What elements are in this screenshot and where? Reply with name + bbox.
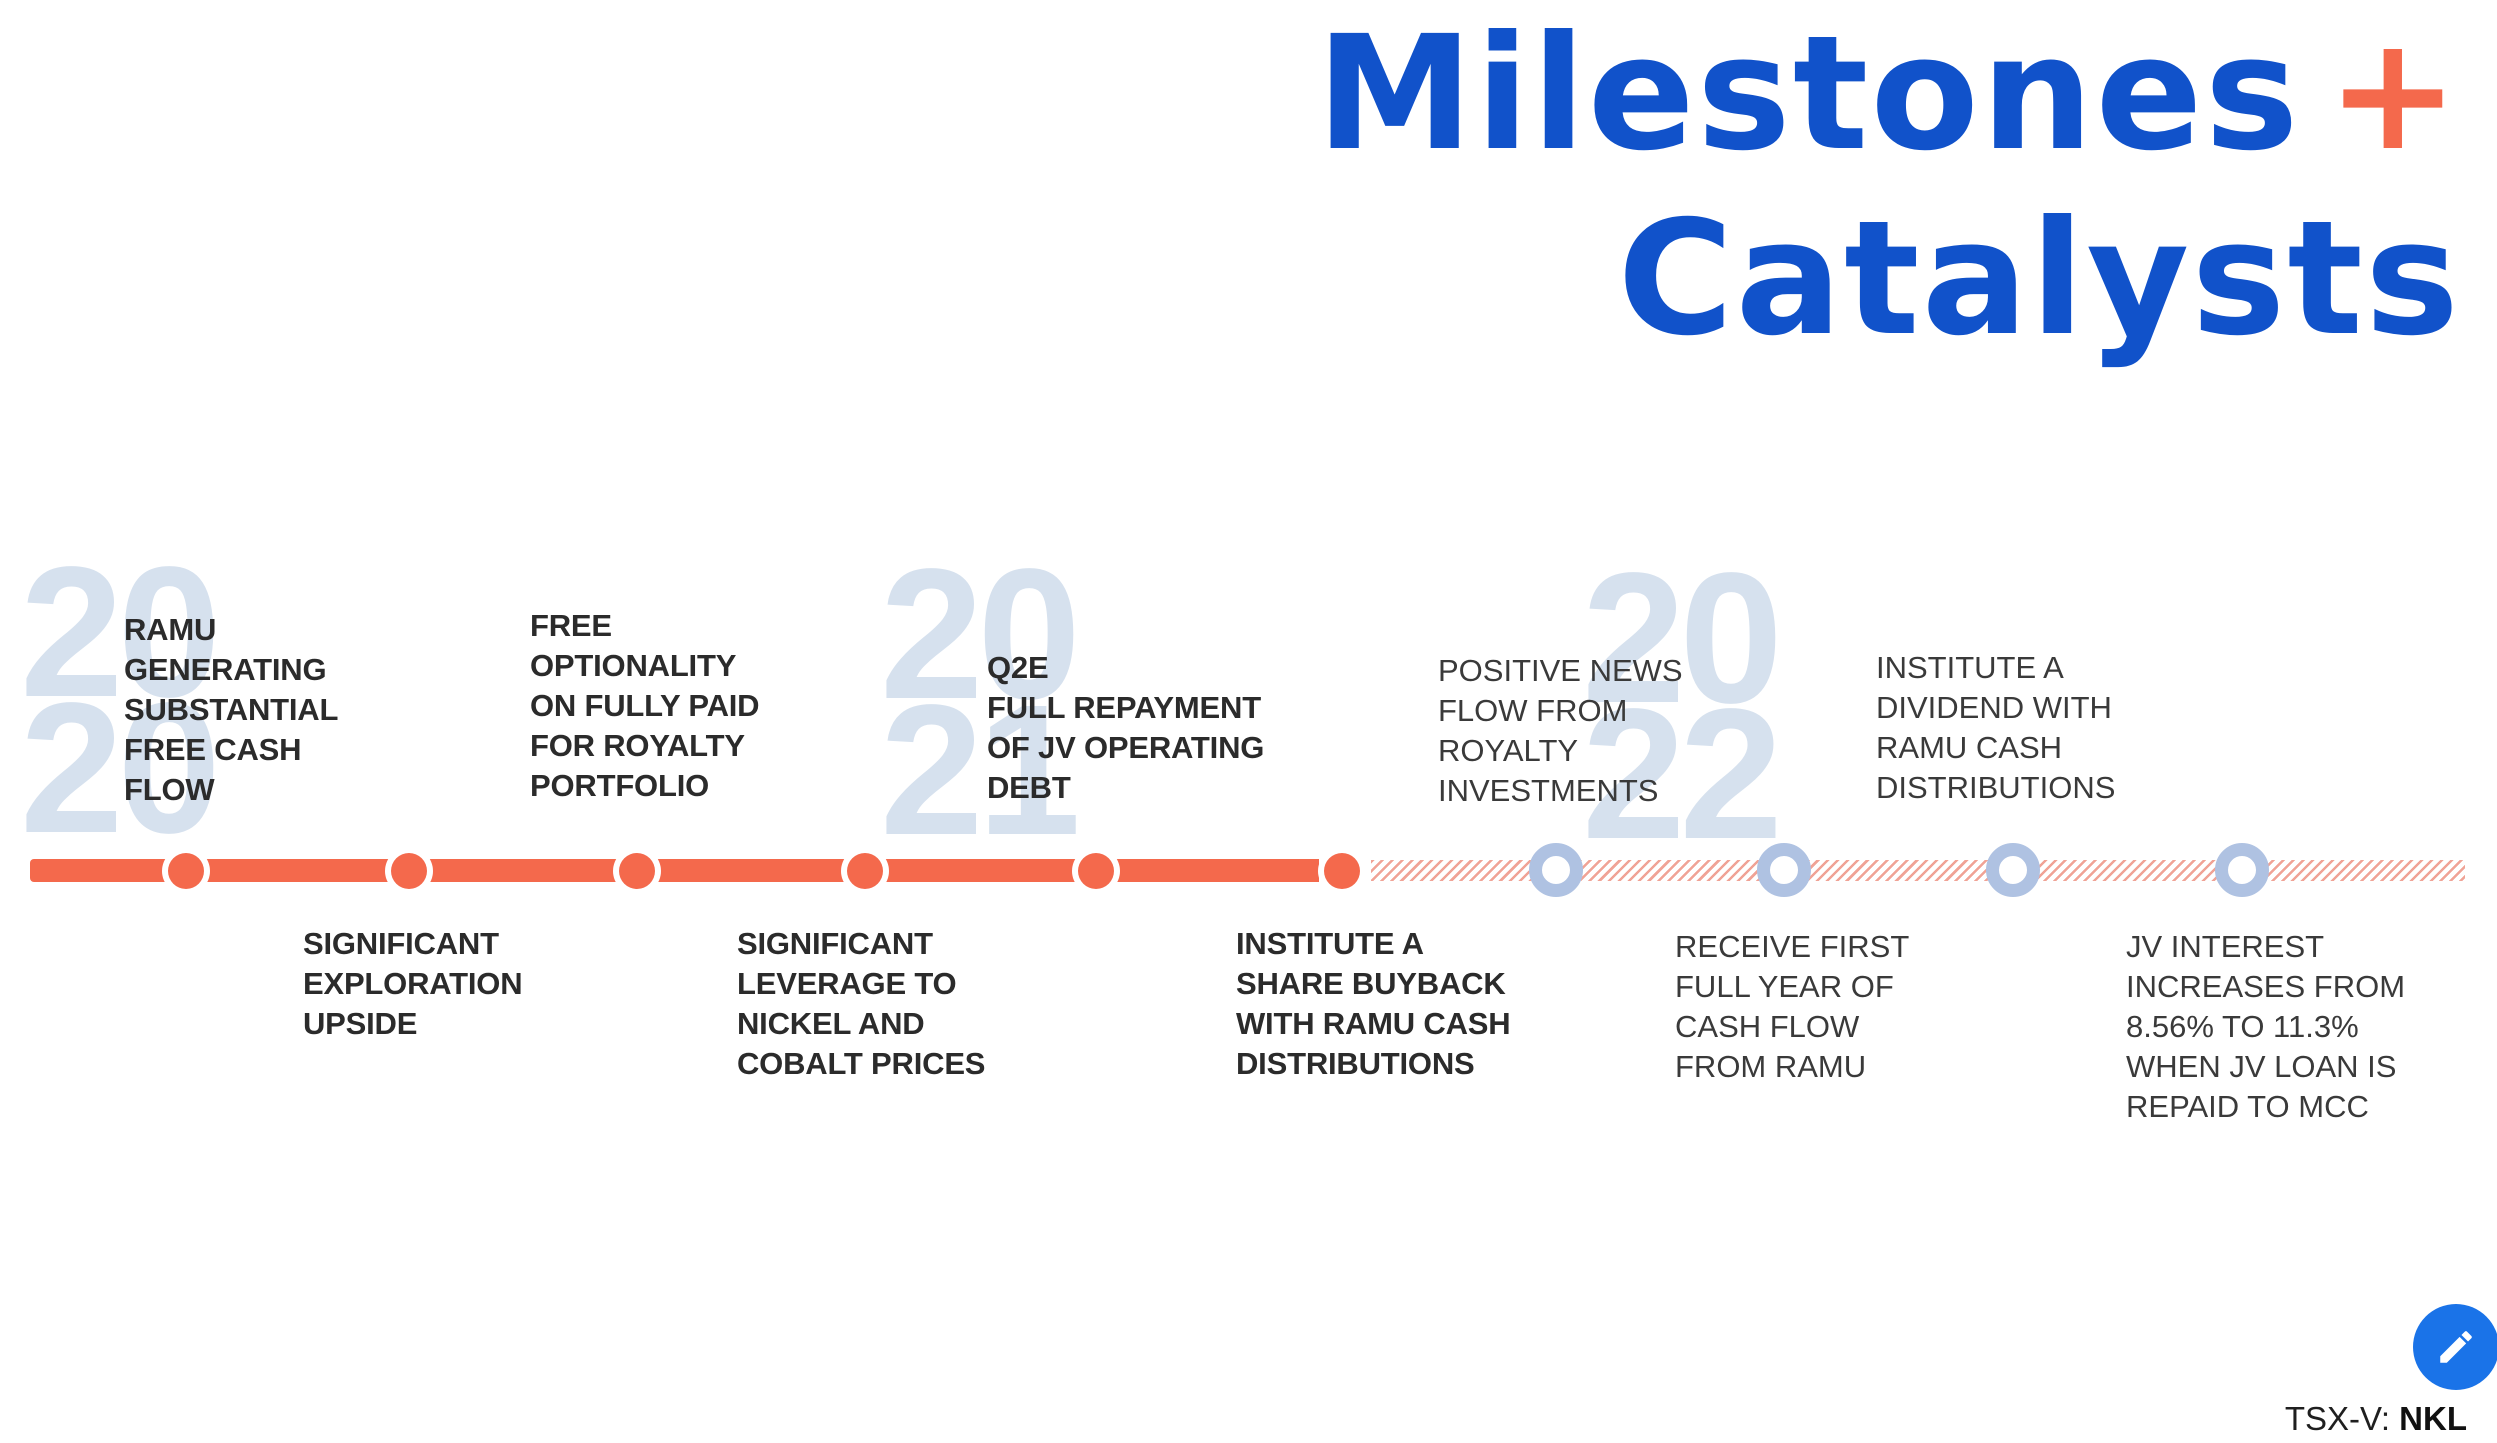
year-bottom-digits: 22 (1582, 670, 1783, 878)
milestone-label-jv-interest: JV INTEREST INCREASES FROM 8.56% TO 11.3… (2126, 929, 2406, 1124)
title-word-catalysts: Catalysts (1617, 186, 2461, 371)
year-bottom-digits: 21 (880, 666, 1081, 874)
milestone-dot-future (1986, 843, 2040, 897)
stock-ticker: TSX-V: NKL (2285, 1400, 2467, 1438)
timeline-future-bar (1371, 860, 2465, 881)
milestone-dot-completed (619, 853, 655, 889)
milestone-label-ramu-free-cash-flow: RAMU GENERATING SUBSTANTIAL FREE CASH FL… (124, 612, 339, 807)
milestone-dot-completed (847, 853, 883, 889)
title-plus-sign: + (2326, 2, 2461, 186)
title-word-milestones: Milestones (1316, 2, 2301, 186)
title-line-1: Milestones+ (1316, 2, 2461, 187)
milestone-label-exploration-upside: SIGNIFICANT EXPLORATION UPSIDE (303, 926, 523, 1041)
year-top-digits: 20 (1582, 535, 1783, 742)
year-watermark-2021: 20 21 (880, 531, 1081, 874)
milestone-dot-completed (1324, 853, 1360, 889)
milestone-dot-completed (1078, 853, 1114, 889)
milestone-label-nickel-cobalt: SIGNIFICANT LEVERAGE TO NICKEL AND COBAL… (737, 926, 986, 1081)
milestone-dot-completed (168, 853, 204, 889)
year-top-digits: 20 (880, 531, 1081, 738)
year-top-digits: 20 (20, 529, 221, 736)
milestone-label-share-buyback: INSTITUTE A SHARE BUYBACK WITH RAMU CASH… (1236, 926, 1511, 1081)
year-watermark-2022: 20 22 (1582, 535, 1783, 878)
page-title: Milestones+ Catalysts (1316, 2, 2461, 372)
milestone-label-institute-dividend: INSTITUTE A DIVIDEND WITH RAMU CASH DIST… (1876, 650, 2116, 805)
milestone-dot-future (2215, 843, 2269, 897)
pencil-icon (2435, 1326, 2477, 1368)
edit-button[interactable] (2413, 1304, 2497, 1390)
milestone-dot-future (1757, 843, 1811, 897)
milestone-dot-future (1529, 843, 1583, 897)
milestone-dot-completed (391, 853, 427, 889)
timeline-completed-bar (30, 859, 1319, 882)
milestone-label-positive-news: POSITIVE NEWS FLOW FROM ROYALTY INVESTME… (1438, 653, 1683, 808)
ticker-label: TSX-V: (2284, 1400, 2390, 1437)
milestone-label-q2e-repayment: Q2E FULL REPAYMENT OF JV OPERATING DEBT (987, 650, 1265, 805)
milestone-label-free-optionality: FREE OPTIONALITY ON FULLY PAID FOR ROYAL… (530, 608, 760, 803)
year-watermark-2020: 20 20 (20, 529, 221, 872)
milestone-label-first-cash-flow: RECEIVE FIRST FULL YEAR OF CASH FLOW FRO… (1675, 929, 1910, 1084)
year-bottom-digits: 20 (20, 664, 221, 872)
ticker-symbol: NKL (2399, 1400, 2467, 1437)
